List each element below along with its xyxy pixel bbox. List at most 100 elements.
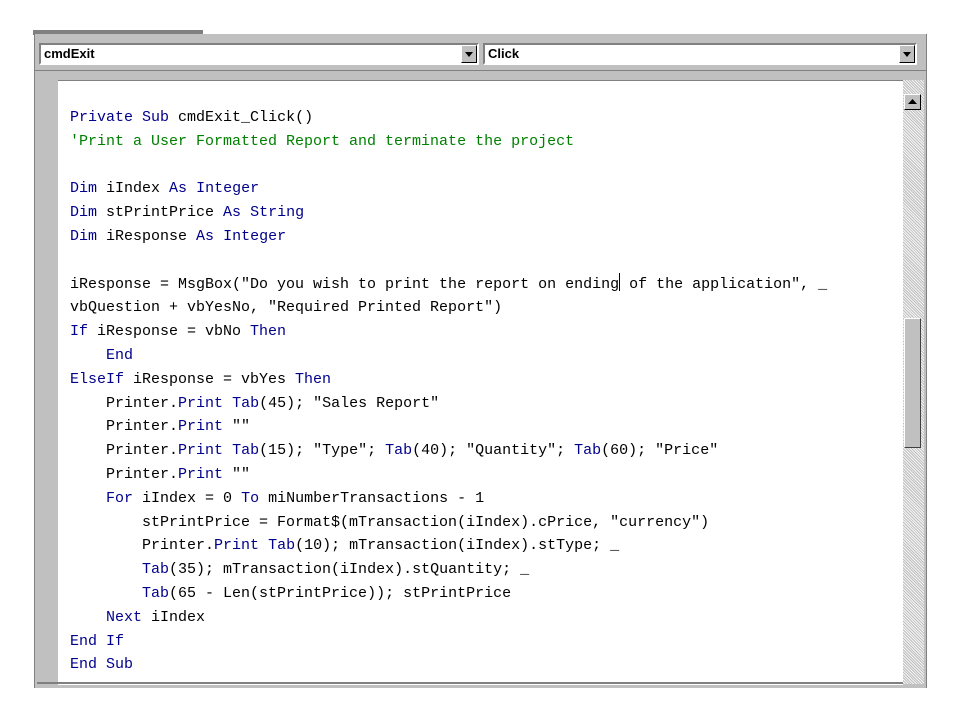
code-text[interactable]: Private Sub cmdExit_Click() 'Print a User…: [70, 106, 827, 677]
code-line[interactable]: Printer.Print Tab(45); "Sales Report": [70, 392, 827, 416]
code-token: (40); "Quantity";: [412, 442, 575, 460]
code-editor[interactable]: Private Sub cmdExit_Click() 'Print a User…: [58, 80, 903, 685]
code-token: of the application", _: [620, 275, 828, 293]
code-line[interactable]: Printer.Print Tab(15); "Type"; Tab(40); …: [70, 439, 827, 463]
code-token: [223, 442, 232, 459]
code-line[interactable]: Next iIndex: [70, 606, 827, 630]
keyword-token: Private: [70, 109, 134, 126]
keyword-token: End: [106, 346, 134, 364]
code-token: [97, 656, 106, 673]
code-token: Printer.: [70, 537, 215, 555]
code-window: cmdExit Click Private Sub cmdExit_Click(…: [34, 34, 927, 688]
code-token: (35); mTransaction(iIndex).stQuantity; _: [169, 561, 530, 579]
code-token: (10); mTransaction(iIndex).stType; _: [295, 537, 620, 555]
object-dropdown-button[interactable]: [461, 45, 477, 63]
keyword-token: String: [250, 204, 305, 222]
code-line[interactable]: stPrintPrice = Format$(mTransaction(iInd…: [70, 511, 827, 535]
code-token: [241, 204, 250, 221]
keyword-token: If: [70, 323, 89, 341]
keyword-token: Tab: [574, 442, 602, 460]
code-token: iResponse = vbYes: [124, 370, 296, 388]
code-token: vbQuestion + vbYesNo, "Required Printed …: [70, 299, 503, 317]
keyword-token: End: [70, 656, 98, 674]
keyword-token: Integer: [196, 180, 260, 198]
code-line[interactable]: For iIndex = 0 To miNumberTransactions -…: [70, 487, 827, 511]
code-token: Printer.: [70, 418, 179, 436]
keyword-token: Then: [250, 323, 287, 341]
code-line[interactable]: End: [70, 344, 827, 368]
code-line[interactable]: Dim iResponse As Integer: [70, 225, 827, 249]
code-token: [133, 109, 142, 126]
code-line[interactable]: Dim stPrintPrice As String: [70, 201, 827, 225]
keyword-token: Sub: [106, 656, 134, 674]
comment-token: 'Print a User Formatted Report and termi…: [70, 132, 575, 150]
keyword-token: ElseIf: [70, 370, 125, 388]
code-line[interactable]: ElseIf iResponse = vbYes Then: [70, 368, 827, 392]
code-token: cmdExit_Click(): [169, 109, 314, 126]
keyword-token: Tab: [385, 442, 413, 460]
code-token: (65 - Len(stPrintPrice)); stPrintPrice: [169, 584, 512, 602]
code-line[interactable]: 'Print a User Formatted Report and termi…: [70, 130, 827, 154]
keyword-token: Print: [214, 537, 260, 555]
code-line[interactable]: Printer.Print "": [70, 463, 827, 487]
code-token: [70, 609, 106, 626]
code-line[interactable]: Printer.Print Tab(10); mTransaction(iInd…: [70, 534, 827, 558]
keyword-token: Dim: [70, 204, 98, 222]
code-line[interactable]: End If: [70, 630, 827, 654]
code-token: [70, 585, 142, 602]
chevron-down-icon: [465, 52, 473, 57]
keyword-token: Print: [178, 394, 224, 412]
keyword-token: Sub: [142, 109, 170, 126]
code-token: (60); "Price": [601, 442, 719, 460]
code-token: iIndex: [97, 180, 170, 198]
code-token: Printer.: [70, 465, 179, 483]
code-line[interactable]: Tab(65 - Len(stPrintPrice)); stPrintPric…: [70, 582, 827, 606]
code-line[interactable]: End Sub: [70, 653, 827, 677]
keyword-token: Tab: [232, 394, 260, 412]
code-token: miNumberTransactions - 1: [259, 489, 485, 507]
object-dropdown[interactable]: cmdExit: [39, 43, 479, 65]
keyword-token: As: [196, 227, 215, 245]
code-token: "": [223, 418, 251, 436]
code-token: Printer.: [70, 442, 179, 460]
code-line[interactable]: Printer.Print "": [70, 415, 827, 439]
code-token: iIndex = 0: [133, 489, 242, 507]
code-line[interactable]: Dim iIndex As Integer: [70, 177, 827, 201]
code-token: (45); "Sales Report": [259, 394, 440, 412]
scroll-thumb[interactable]: [904, 318, 921, 448]
code-token: [214, 228, 223, 245]
code-line[interactable]: iResponse = MsgBox("Do you wish to print…: [70, 272, 828, 297]
keyword-token: To: [241, 489, 260, 507]
procedure-dropdown[interactable]: Click: [483, 43, 917, 65]
code-token: [259, 537, 268, 554]
keyword-token: Print: [178, 465, 224, 483]
code-line[interactable]: [70, 154, 827, 178]
keyword-token: If: [106, 632, 125, 650]
code-token: iResponse = MsgBox("Do you wish to print…: [70, 275, 620, 293]
code-token: iResponse = vbNo: [88, 323, 251, 341]
procedure-dropdown-value: Click: [488, 46, 520, 61]
keyword-token: For: [106, 489, 134, 507]
arrow-up-icon: [908, 99, 917, 104]
keyword-token: Tab: [268, 537, 296, 555]
procedure-dropdown-button[interactable]: [899, 45, 915, 63]
code-line[interactable]: If iResponse = vbNo Then: [70, 320, 827, 344]
code-token: [187, 180, 196, 197]
keyword-token: Tab: [232, 442, 260, 460]
code-line[interactable]: Tab(35); mTransaction(iIndex).stQuantity…: [70, 558, 827, 582]
code-token: [97, 633, 106, 650]
code-token: [70, 347, 106, 364]
code-line[interactable]: Private Sub cmdExit_Click(): [70, 106, 827, 130]
chevron-down-icon: [903, 52, 911, 57]
scroll-up-button[interactable]: [904, 94, 921, 110]
keyword-token: As: [223, 204, 242, 222]
keyword-token: Print: [178, 418, 224, 436]
margin-indicator-bar[interactable]: [37, 80, 58, 684]
code-line[interactable]: [70, 249, 827, 273]
code-line[interactable]: vbQuestion + vbYesNo, "Required Printed …: [70, 296, 827, 320]
keyword-token: End: [70, 632, 98, 650]
keyword-token: Print: [178, 442, 224, 460]
code-token: [70, 561, 142, 578]
keyword-token: Then: [295, 370, 332, 388]
vertical-scrollbar[interactable]: [903, 80, 924, 684]
